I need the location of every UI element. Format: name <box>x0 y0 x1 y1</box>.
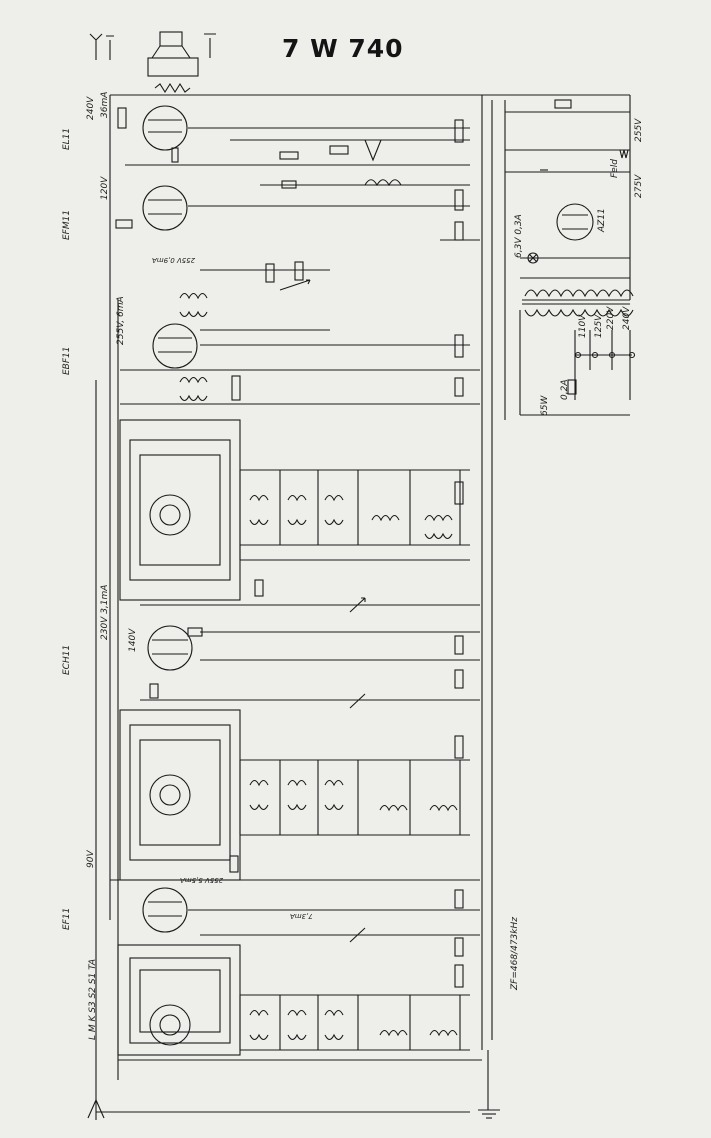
tube-label-efm11: EFM11 <box>62 209 72 240</box>
ef11-current: 7,3mA <box>290 912 313 920</box>
tube-az11 <box>556 203 594 241</box>
mains-220: 220V <box>606 306 616 330</box>
speaker-symbol <box>147 31 199 94</box>
hv-275: 275V <box>634 174 644 198</box>
ebf11-grid-voltage: 255V 0,9mA <box>152 256 196 264</box>
tube-efm11 <box>142 185 188 231</box>
switch-3 <box>149 1004 191 1046</box>
switch-1 <box>149 494 191 536</box>
mains-125: 125V <box>594 314 604 338</box>
efm11-voltage: 120V <box>100 176 110 200</box>
band-switch-note: L M K S3 S2 S1 TA <box>88 959 98 1040</box>
ebf11-voltage: 255V, 6mA <box>116 296 126 345</box>
ef11-voltage-2: 90V <box>86 850 96 868</box>
el11-current: 36mA <box>100 91 110 118</box>
tube-ef11 <box>142 887 188 933</box>
if-frequency-note: ZF=468/473kHz <box>510 917 520 990</box>
tube-ebf11 <box>152 323 198 369</box>
mains-240: 240V <box>622 306 632 330</box>
tube-ech11 <box>147 625 193 671</box>
field-coil-label: Feld <box>610 159 620 178</box>
switch-2 <box>149 774 191 816</box>
ech11-voltage-2: 140V <box>128 628 138 652</box>
heater-rating: 6,3V 0,3A <box>514 214 524 258</box>
ech11-voltage: 230V 3,1mA <box>100 584 110 640</box>
tube-el11 <box>142 105 188 151</box>
power-rating: 65W <box>540 395 550 416</box>
tube-label-ef11: EF11 <box>62 907 72 930</box>
tube-label-ebf11: EBF11 <box>62 346 72 376</box>
el11-voltage: 240V <box>86 96 96 120</box>
page-title: 7 W 740 <box>282 34 404 63</box>
ef11-voltage: 255V 5,5mA <box>180 876 224 884</box>
mains-110: 110V <box>578 314 588 338</box>
tube-label-el11: EL11 <box>62 127 72 150</box>
tube-label-ech11: ECH11 <box>62 644 72 675</box>
hv-255: 255V <box>634 118 644 142</box>
fuse-rating: 0,2A <box>560 379 570 400</box>
tube-label-az11: AZ11 <box>597 208 607 232</box>
